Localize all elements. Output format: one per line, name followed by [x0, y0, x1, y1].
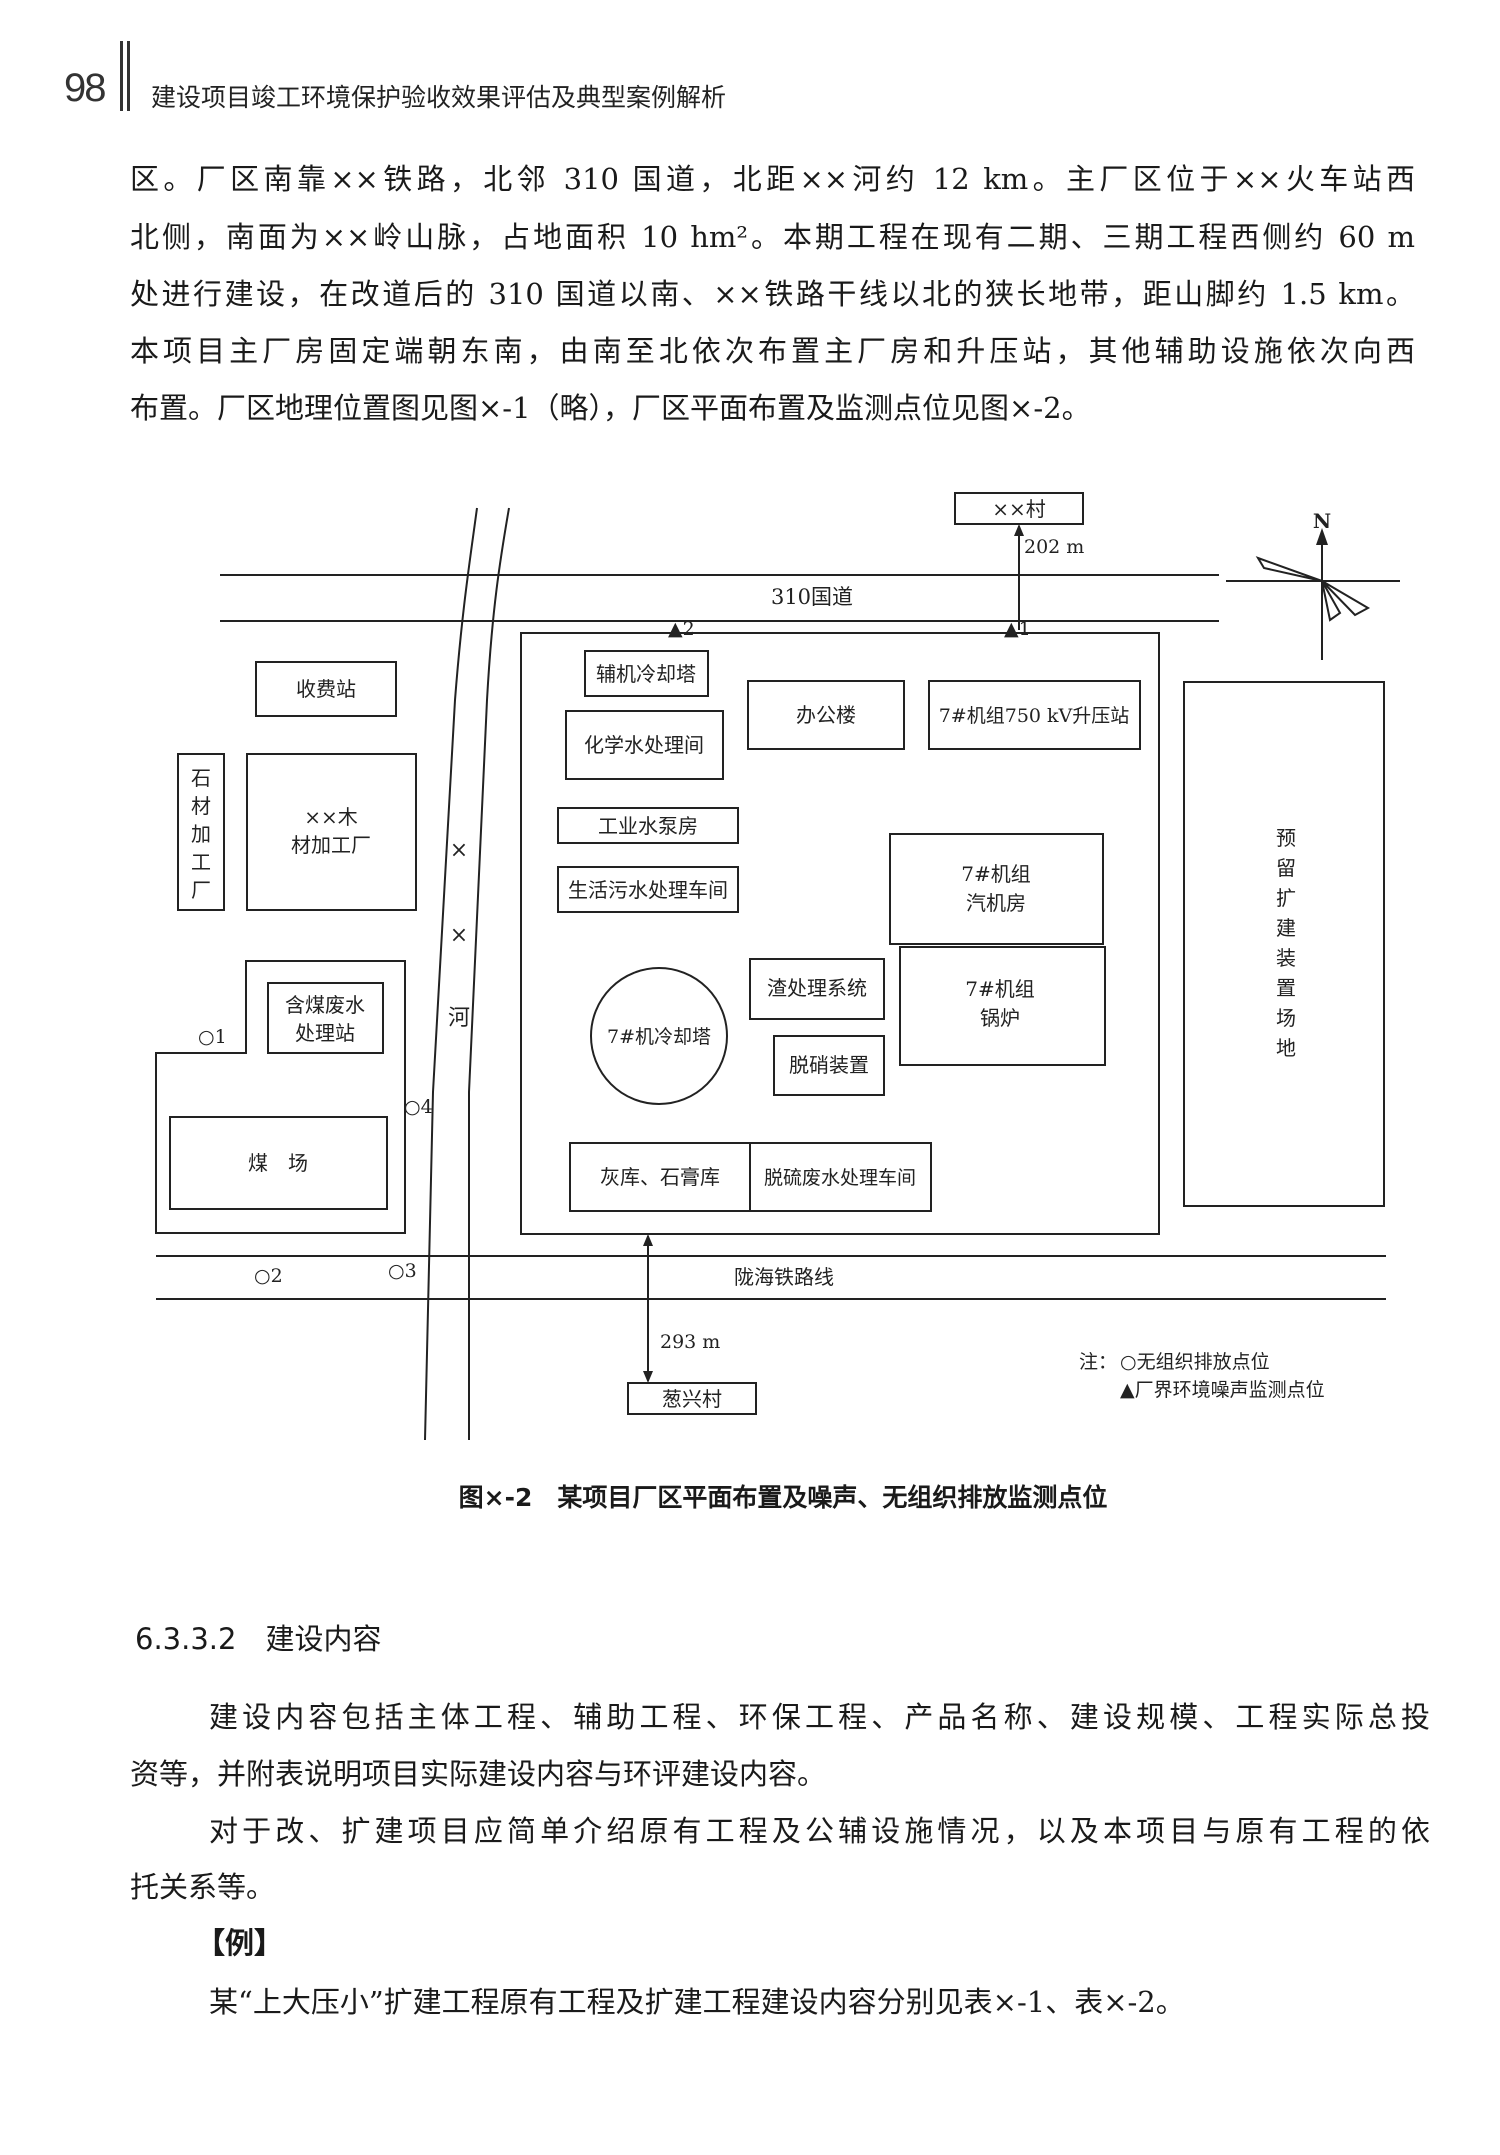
paragraph-line: 布置。厂区地理位置图见图×-1（略），厂区平面布置及监测点位见图×-2。 — [130, 391, 1091, 425]
paragraph-line: 对于改、扩建项目应简单介绍原有工程及公辅设施情况，以及本项目与原有工程的依 — [209, 1814, 1430, 1848]
wood-factory-label: ××木 — [304, 805, 358, 829]
stone-factory-label: 加 — [191, 822, 211, 846]
building-office: 办公楼 — [796, 703, 856, 727]
railway-label: 陇海铁路线 — [734, 1265, 834, 1289]
reserved-site-label: 场 — [1276, 1006, 1296, 1030]
building-chem-water: 化学水处理间 — [584, 733, 704, 757]
reserved-site-label: 装 — [1276, 946, 1296, 970]
building-slag: 渣处理系统 — [767, 976, 867, 1000]
paragraph-line: 区。厂区南靠××铁路，北邻 310 国道，北距××河约 12 km。主厂区位于×… — [130, 162, 1415, 196]
running-title: 建设项目竣工环境保护验收效果评估及典型案例解析 — [151, 83, 727, 112]
cooling-tower: 7#机冷却塔 — [607, 1026, 711, 1048]
header-divider — [120, 41, 123, 111]
emission-point-2: ○2 — [254, 1265, 283, 1287]
reserved-site-label: 置 — [1276, 976, 1296, 1000]
header-divider — [127, 41, 130, 111]
section-heading: 6.3.3.2 建设内容 — [135, 1622, 382, 1656]
paragraph-line: 托关系等。 — [130, 1870, 276, 1904]
site-plan-figure: × × 河 310国道 N ××村 202 m ▲2 ▲1 辅机冷却塔 化学水处… — [155, 492, 1400, 1441]
wood-factory-label: 材加工厂 — [291, 833, 371, 857]
plant-boundary — [520, 632, 1160, 1235]
stone-factory-label: 石 — [191, 766, 211, 790]
stone-factory-label: 厂 — [191, 878, 211, 902]
reserved-site-label: 预 — [1276, 826, 1296, 850]
noise-point-1: ▲1 — [1004, 618, 1031, 640]
river-label: × — [450, 923, 468, 948]
page-number: 98 — [64, 66, 106, 110]
building-sewage: 生活污水处理车间 — [568, 878, 728, 902]
village-south-box — [627, 1382, 757, 1415]
building-turbine: 7#机组 — [961, 862, 1030, 886]
reserved-site-label: 扩 — [1276, 886, 1296, 910]
village-south-label: 葱兴村 — [662, 1387, 722, 1411]
coal-water-station: 处理站 — [295, 1021, 355, 1045]
building-pump-room: 工业水泵房 — [598, 814, 698, 838]
building-boiler: 锅炉 — [980, 1006, 1020, 1030]
building-turbine: 汽机房 — [966, 891, 1026, 915]
building-ash: 灰库、石膏库 — [600, 1165, 720, 1189]
village-north-label: ××村 — [992, 497, 1046, 521]
road-310-label: 310国道 — [771, 585, 853, 609]
building-desulf-water: 脱硫废水处理车间 — [764, 1167, 916, 1189]
toll-station: 收费站 — [296, 677, 356, 701]
stone-factory-label: 材 — [191, 794, 211, 818]
reserved-site-label: 建 — [1276, 916, 1296, 940]
paragraph-line: 北侧，南面为××岭山脉，占地面积 10 hm²。本期工程在现有二期、三期工程西侧… — [130, 220, 1415, 254]
example-label: 【例】 — [196, 1926, 284, 1960]
river-bank — [424, 507, 478, 1441]
legend-note: 注： — [1079, 1351, 1117, 1373]
distance-south: 293 m — [660, 1331, 720, 1353]
figure-caption: 图×-2 某项目厂区平面布置及噪声、无组织排放监测点位 — [458, 1483, 1108, 1512]
river-label: 河 — [448, 1006, 470, 1031]
stone-factory-label: 工 — [191, 850, 211, 874]
building-aux-cooling-tower: 辅机冷却塔 — [596, 662, 696, 686]
paragraph-line: 资等，并附表说明项目实际建设内容与环评建设内容。 — [130, 1757, 827, 1791]
noise-point-2: ▲2 — [668, 618, 695, 640]
legend: 注： ○无组织排放点位 ▲厂界环境噪声监测点位 — [1079, 1351, 1325, 1401]
river-bank — [468, 507, 510, 1440]
emission-point-3: ○3 — [388, 1260, 417, 1282]
emission-point-4: ○4 — [404, 1096, 433, 1118]
emission-point-1: ○1 — [198, 1026, 227, 1048]
paragraph-line: 本项目主厂房固定端朝东南，由南至北依次布置主厂房和升压站，其他辅助设施依次向西 — [130, 334, 1415, 368]
building-substation: 7#机组750 kV升压站 — [939, 705, 1130, 727]
north-label: N — [1313, 509, 1331, 533]
legend-emission: ○无组织排放点位 — [1120, 1351, 1270, 1373]
coal-water-station: 含煤废水 — [285, 993, 365, 1017]
building-denox: 脱硝装置 — [789, 1053, 869, 1077]
building-boiler: 7#机组 — [965, 977, 1034, 1001]
reserved-site-label: 地 — [1276, 1036, 1296, 1060]
paragraph-line: 处进行建设，在改道后的 310 国道以南、××铁路干线以北的狭长地带，距山脚约 … — [130, 277, 1415, 311]
legend-noise: ▲厂界环境噪声监测点位 — [1120, 1379, 1325, 1401]
coal-yard: 煤 场 — [248, 1151, 308, 1175]
reserved-site-label: 留 — [1276, 856, 1296, 880]
distance-north: 202 m — [1024, 536, 1084, 558]
north-compass-icon: N — [1226, 509, 1400, 660]
paragraph-line: 建设内容包括主体工程、辅助工程、环保工程、产品名称、建设规模、工程实际总投 — [209, 1700, 1430, 1734]
paragraph-line: 某“上大压小”扩建工程原有工程及扩建工程建设内容分别见表×-1、表×-2。 — [209, 1985, 1185, 2019]
river-label: × — [450, 838, 468, 863]
coal-area — [155, 960, 406, 1234]
